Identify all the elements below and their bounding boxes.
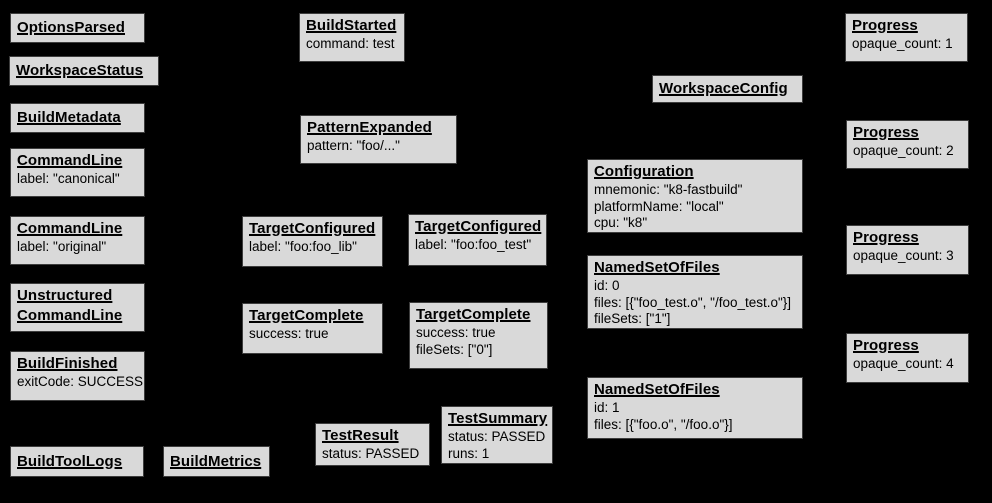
event-box-options-parsed: OptionsParsed	[10, 13, 145, 43]
node-title: BuildToolLogs	[17, 452, 123, 470]
event-box-build-metrics: BuildMetrics	[163, 446, 270, 477]
node-field: id: 0	[594, 278, 620, 293]
event-box-workspace-config: WorkspaceConfig	[652, 75, 803, 103]
event-box-command-line-canonical: CommandLine label: "canonical"	[10, 148, 145, 197]
node-title: WorkspaceStatus	[16, 62, 144, 79]
event-box-target-configured-foo-lib: TargetConfigured label: "foo:foo_lib"	[242, 216, 383, 267]
node-title: Progress	[853, 337, 919, 354]
node-field: label: "foo:foo_lib"	[249, 239, 357, 254]
node-field: opaque_count: 3	[853, 248, 954, 263]
event-box-progress-2: Progress opaque_count: 2	[846, 120, 969, 169]
event-box-build-started: BuildStarted command: test	[299, 13, 405, 62]
node-title: TargetConfigured	[415, 218, 542, 235]
node-field: opaque_count: 4	[853, 356, 954, 371]
node-field: cpu: "k8"	[594, 215, 648, 230]
node-title: OptionsParsed	[17, 19, 125, 36]
node-title: TestResult	[322, 427, 399, 444]
event-box-target-configured-foo-test: TargetConfigured label: "foo:foo_test"	[408, 214, 547, 266]
event-box-progress-3: Progress opaque_count: 3	[846, 225, 969, 275]
node-title: BuildStarted	[306, 17, 397, 34]
node-title: Progress	[853, 229, 919, 246]
node-title: TargetConfigured	[249, 220, 376, 237]
node-title: NamedSetOfFiles	[594, 259, 720, 276]
node-title: CommandLine	[17, 220, 123, 237]
node-field: files: [{"foo.o", "/foo.o"}]	[594, 416, 733, 432]
node-field: success: true	[416, 325, 496, 340]
node-title: WorkspaceConfig	[659, 80, 788, 97]
event-box-named-set-of-files-0: NamedSetOfFiles id: 0 files: [{"foo_test…	[587, 255, 803, 329]
node-title: BuildMetrics	[170, 452, 262, 470]
event-box-progress-4: Progress opaque_count: 4	[846, 333, 969, 383]
event-box-named-set-of-files-1: NamedSetOfFiles id: 1 files: [{"foo.o", …	[587, 377, 803, 439]
event-box-build-tool-logs: BuildToolLogs	[10, 446, 144, 477]
event-box-workspace-status: WorkspaceStatus	[9, 56, 159, 86]
node-title: Progress	[852, 17, 918, 34]
node-field: runs: 1	[448, 445, 490, 461]
node-title: Configuration	[594, 163, 694, 180]
node-title: TargetComplete	[249, 307, 364, 324]
node-field: label: "canonical"	[17, 171, 120, 186]
node-field: label: "foo:foo_test"	[415, 237, 532, 252]
node-title: Progress	[853, 124, 919, 141]
event-box-build-finished: BuildFinished exitCode: SUCCESS	[10, 351, 145, 401]
node-field: files: [{"foo_test.o", "/foo_test.o"}]	[594, 294, 792, 310]
node-field: fileSets: ["1"]	[594, 311, 671, 326]
node-title: TestSummary	[448, 410, 548, 427]
node-field: command: test	[306, 36, 395, 51]
node-title: BuildMetadata	[17, 109, 121, 126]
event-box-test-result: TestResult status: PASSED	[315, 423, 430, 466]
node-field: exitCode: SUCCESS	[17, 374, 144, 389]
node-field: opaque_count: 1	[852, 36, 953, 51]
node-field: platformName: "local"	[594, 198, 724, 214]
node-title: PatternExpanded	[307, 119, 432, 136]
event-box-command-line-original: CommandLine label: "original"	[10, 216, 145, 265]
event-box-test-summary: TestSummary status: PASSED runs: 1	[441, 406, 553, 464]
event-box-build-metadata: BuildMetadata	[10, 103, 145, 133]
node-field: id: 1	[594, 400, 620, 415]
node-field: pattern: "foo/..."	[307, 138, 400, 153]
node-field: opaque_count: 2	[853, 143, 954, 158]
event-box-target-complete-foo-lib: TargetComplete success: true	[242, 303, 383, 354]
node-title: CommandLine	[17, 152, 123, 169]
node-field: success: true	[249, 326, 329, 341]
node-title: NamedSetOfFiles	[594, 381, 720, 398]
event-box-progress-1: Progress opaque_count: 1	[845, 13, 968, 62]
node-title: BuildFinished	[17, 355, 118, 372]
node-field: status: PASSED	[322, 446, 420, 461]
event-box-target-complete-foo-test: TargetComplete success: true fileSets: […	[409, 302, 548, 369]
node-field: fileSets: ["0"]	[416, 341, 493, 357]
event-box-pattern-expanded: PatternExpanded pattern: "foo/..."	[300, 115, 457, 164]
event-box-unstructured-command-line: Unstructured CommandLine	[10, 283, 145, 332]
event-box-configuration: Configuration mnemonic: "k8-fastbuild" p…	[587, 159, 803, 233]
node-field: mnemonic: "k8-fastbuild"	[594, 182, 743, 197]
node-field: label: "original"	[17, 239, 107, 254]
node-title: Unstructured CommandLine	[17, 287, 123, 324]
node-title: TargetComplete	[416, 306, 531, 323]
node-field: status: PASSED	[448, 429, 546, 444]
